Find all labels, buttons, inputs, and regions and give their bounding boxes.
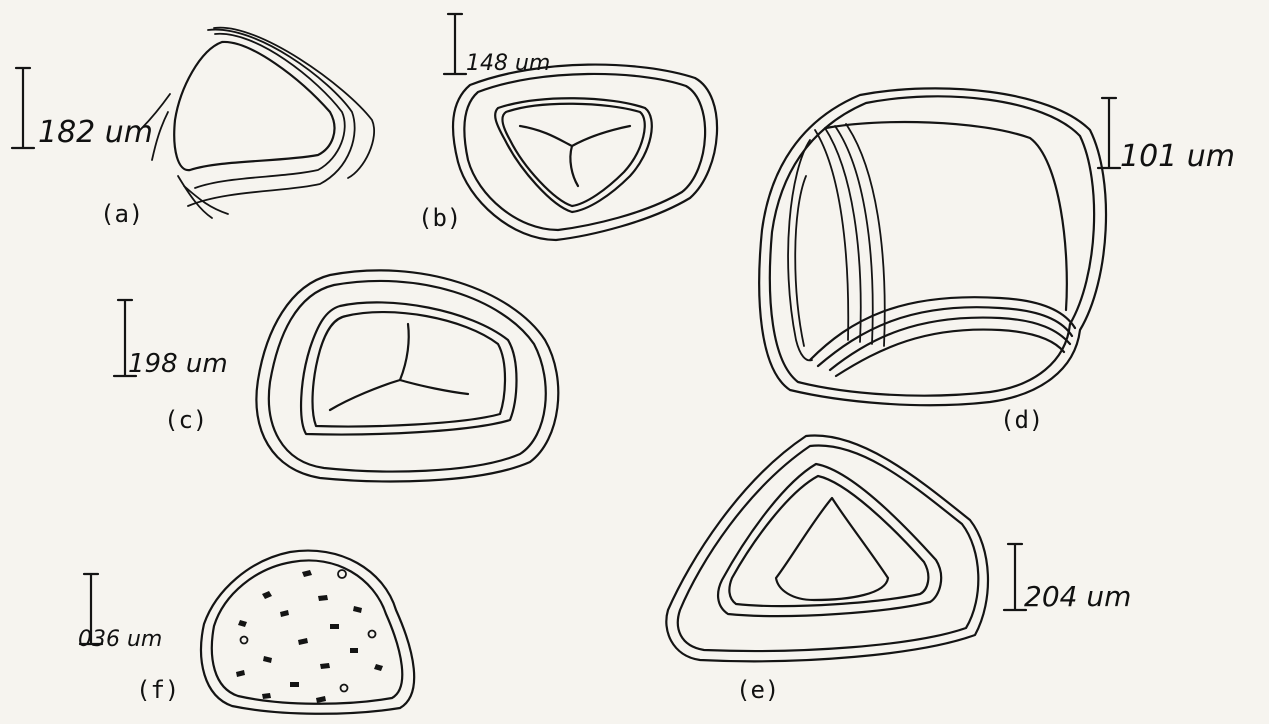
- panel-b-spore: [453, 65, 717, 240]
- panel-e-scale-bar: [1004, 544, 1026, 610]
- panel-c-spore: [256, 270, 558, 481]
- panel-e-scale-label: 204 um: [1024, 580, 1131, 613]
- panel-d-scale-bar: [1098, 98, 1120, 168]
- panel-d-scale-label: 101 um: [1120, 139, 1235, 174]
- panel-e-label: (e): [736, 676, 779, 704]
- panel-f-spore: [201, 551, 414, 714]
- panel-a: 182 um (a): [12, 28, 374, 228]
- panel-c: 198 um (c): [114, 270, 558, 481]
- panel-e: 204 um (e): [666, 436, 1131, 704]
- panel-b-label: (b): [418, 204, 461, 232]
- panel-a-label: (a): [100, 200, 143, 228]
- panel-f-label: (f): [136, 676, 179, 704]
- panel-f: 036 um (f): [78, 551, 414, 714]
- panel-c-label: (c): [164, 406, 207, 434]
- panel-f-scale-label: 036 um: [78, 627, 162, 652]
- panel-b: 148 um (b): [418, 14, 717, 240]
- panel-a-scale-label: 182 um: [38, 115, 153, 150]
- panel-b-scale-bar: [444, 14, 466, 74]
- panel-a-scale-bar: [12, 68, 34, 148]
- panel-e-spore: [666, 436, 988, 662]
- panel-d-spore: [759, 88, 1106, 405]
- panel-d: 101 um (d): [759, 88, 1235, 434]
- panel-c-scale-label: 198 um: [128, 349, 228, 379]
- panel-a-spore: [140, 28, 374, 218]
- panel-d-label: (d): [1000, 406, 1043, 434]
- panel-b-scale-label: 148 um: [466, 51, 550, 76]
